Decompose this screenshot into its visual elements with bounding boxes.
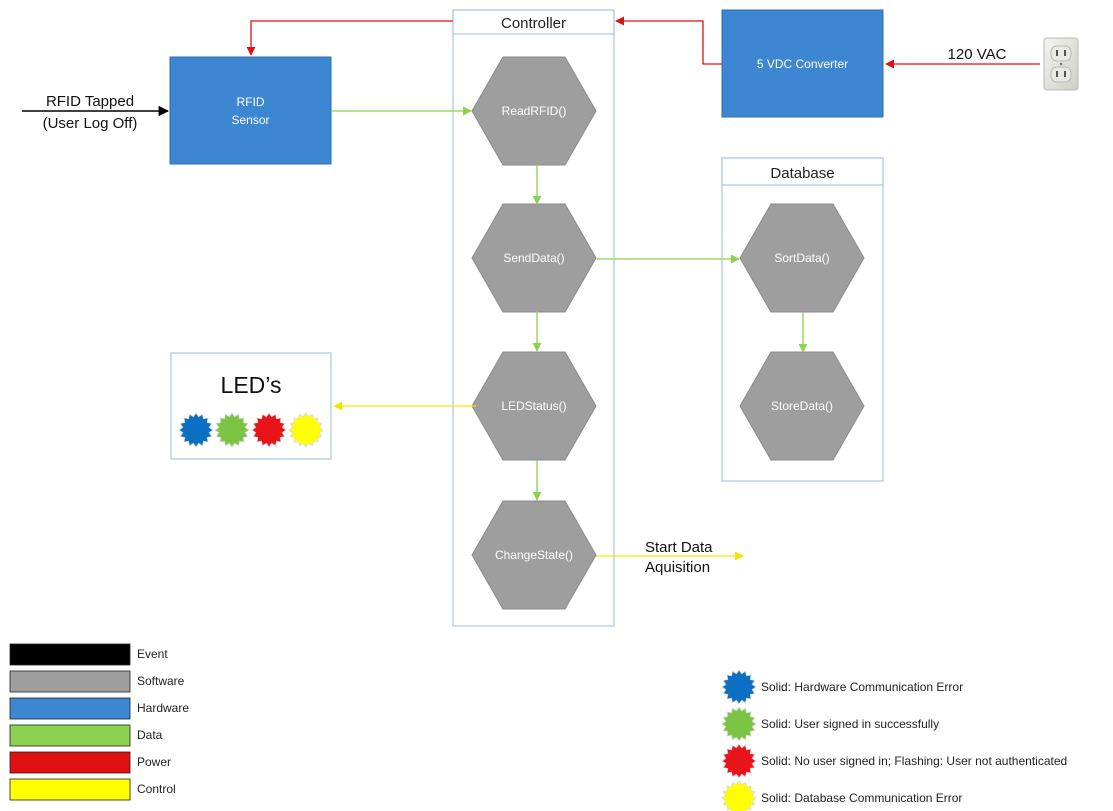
legend-label: Software [137,674,185,688]
led-red-icon [251,412,287,448]
rfid-sensor-label-1: RFID [237,95,265,109]
led-blue-icon [178,412,214,448]
led-yellow-icon [721,780,757,811]
led-legend-item: Solid: User signed in successfully [721,706,939,742]
software-hexagon [471,56,597,166]
led-legend-item: Solid: Hardware Communication Error [721,669,963,705]
controller-title: Controller [501,15,566,32]
led-legend-item: Solid: No user signed in; Flashing: User… [721,743,1067,779]
function-label: StoreData() [771,399,833,413]
function-storedata: StoreData() [739,351,865,461]
led-yellow-icon [288,412,324,448]
function-readrfid: ReadRFID() [471,56,597,166]
function-ledstatus: LEDStatus() [471,351,597,461]
function-sortdata: SortData() [739,203,865,313]
led-red-icon [721,743,757,779]
converter-label: 5 VDC Converter [757,57,848,71]
input-event-line-1: RFID Tapped [46,93,134,110]
rfid-sensor-label-2: Sensor [231,113,269,127]
function-label: ChangeState() [495,548,573,562]
legend-label: Event [137,647,168,661]
legend-item-data: Data [9,724,163,747]
led-blue-icon [721,669,757,705]
rfid-sensor-box: RFID Sensor [169,56,332,165]
legend-item-control: Control [9,778,176,801]
led-legend: Solid: Hardware Communication ErrorSolid… [721,669,1067,811]
legend-swatch [9,697,131,720]
legend-swatch [9,778,131,801]
legend-item-software: Software [9,670,185,693]
led-green-icon [214,412,250,448]
input-event-line-2: (User Log Off) [43,115,138,132]
power-outlet-icon [1043,37,1079,91]
output-line-1: Start Data [645,539,713,556]
function-label: ReadRFID() [502,104,567,118]
legend-swatch [9,751,131,774]
power-input-label: 120 VAC [948,46,1007,63]
function-changestate: ChangeState() [471,500,597,610]
leds-title: LED’s [221,372,282,398]
legend-swatch [9,643,131,666]
software-hexagon [471,500,597,610]
function-label: SendData() [503,251,564,265]
legend-item-hardware: Hardware [9,697,189,720]
legend-swatch [9,670,131,693]
legend-label: Power [137,755,171,769]
software-hexagon [739,203,865,313]
function-label: SortData() [774,251,829,265]
led-legend-label: Solid: No user signed in; Flashing: User… [761,754,1067,768]
legend-item-event: Event [9,643,168,666]
legend-item-power: Power [9,751,171,774]
led-legend-label: Solid: Database Communication Error [761,791,962,805]
leds-box: LED’s [170,352,332,460]
power-arrow-controller [615,16,722,65]
legend-label: Data [137,728,163,742]
function-label: LEDStatus() [501,399,566,413]
led-green-icon [721,706,757,742]
legend-label: Hardware [137,701,189,715]
legend-swatch [9,724,131,747]
output-line-2: Aquisition [645,559,710,576]
led-legend-label: Solid: Hardware Communication Error [761,680,963,694]
converter-box: 5 VDC Converter [721,9,884,118]
function-senddata: SendData() [471,203,597,313]
connectors [22,16,1040,561]
database-title: Database [770,165,834,182]
led-legend-item: Solid: Database Communication Error [721,780,962,811]
legend-label: Control [137,782,176,796]
led-legend-label: Solid: User signed in successfully [761,717,939,731]
software-hexagon [471,203,597,313]
software-hexagon [739,351,865,461]
power-arrow-sensor [246,20,453,56]
